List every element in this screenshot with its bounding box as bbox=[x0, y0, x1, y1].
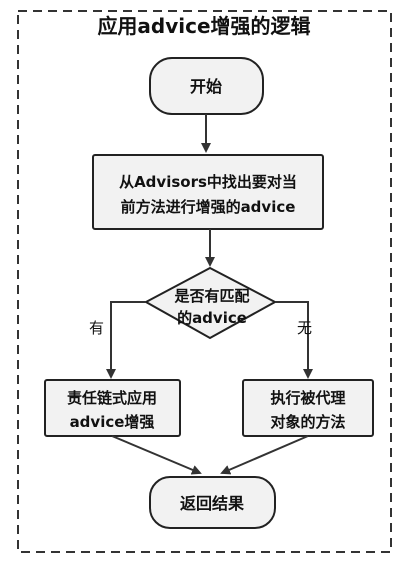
end-node-label: 返回结果 bbox=[180, 494, 244, 513]
find-advice-label-line1: 从Advisors中找出要对当 bbox=[119, 173, 297, 191]
edge-decision-to-invoke bbox=[275, 301, 313, 379]
decision-label-line1: 是否有匹配 bbox=[173, 287, 249, 305]
chain-advice-label-line2: advice增强 bbox=[70, 413, 155, 431]
decision-node bbox=[143, 266, 278, 340]
decision-label-line2: 的advice bbox=[177, 309, 247, 327]
edge-decision-to-chain bbox=[106, 301, 146, 379]
invoke-method-label-line2: 对象的方法 bbox=[270, 413, 345, 431]
yes-label: 有 bbox=[89, 319, 104, 337]
chain-advice-label-line1: 责任链式应用 bbox=[67, 389, 157, 407]
dashed-frame bbox=[17, 10, 392, 553]
edge-invoke-to-end bbox=[220, 435, 309, 475]
edge-chain-to-end bbox=[111, 435, 202, 475]
invoke-method-label-line1: 执行被代理 bbox=[270, 389, 345, 407]
find-advice-label-line2: 前方法进行增强的advice bbox=[121, 198, 296, 216]
find-advice-node bbox=[92, 154, 324, 230]
start-node-label: 开始 bbox=[190, 77, 222, 96]
no-label: 无 bbox=[297, 319, 312, 337]
diagram-title: 应用advice增强的逻辑 bbox=[97, 14, 310, 38]
end-node bbox=[149, 476, 276, 529]
